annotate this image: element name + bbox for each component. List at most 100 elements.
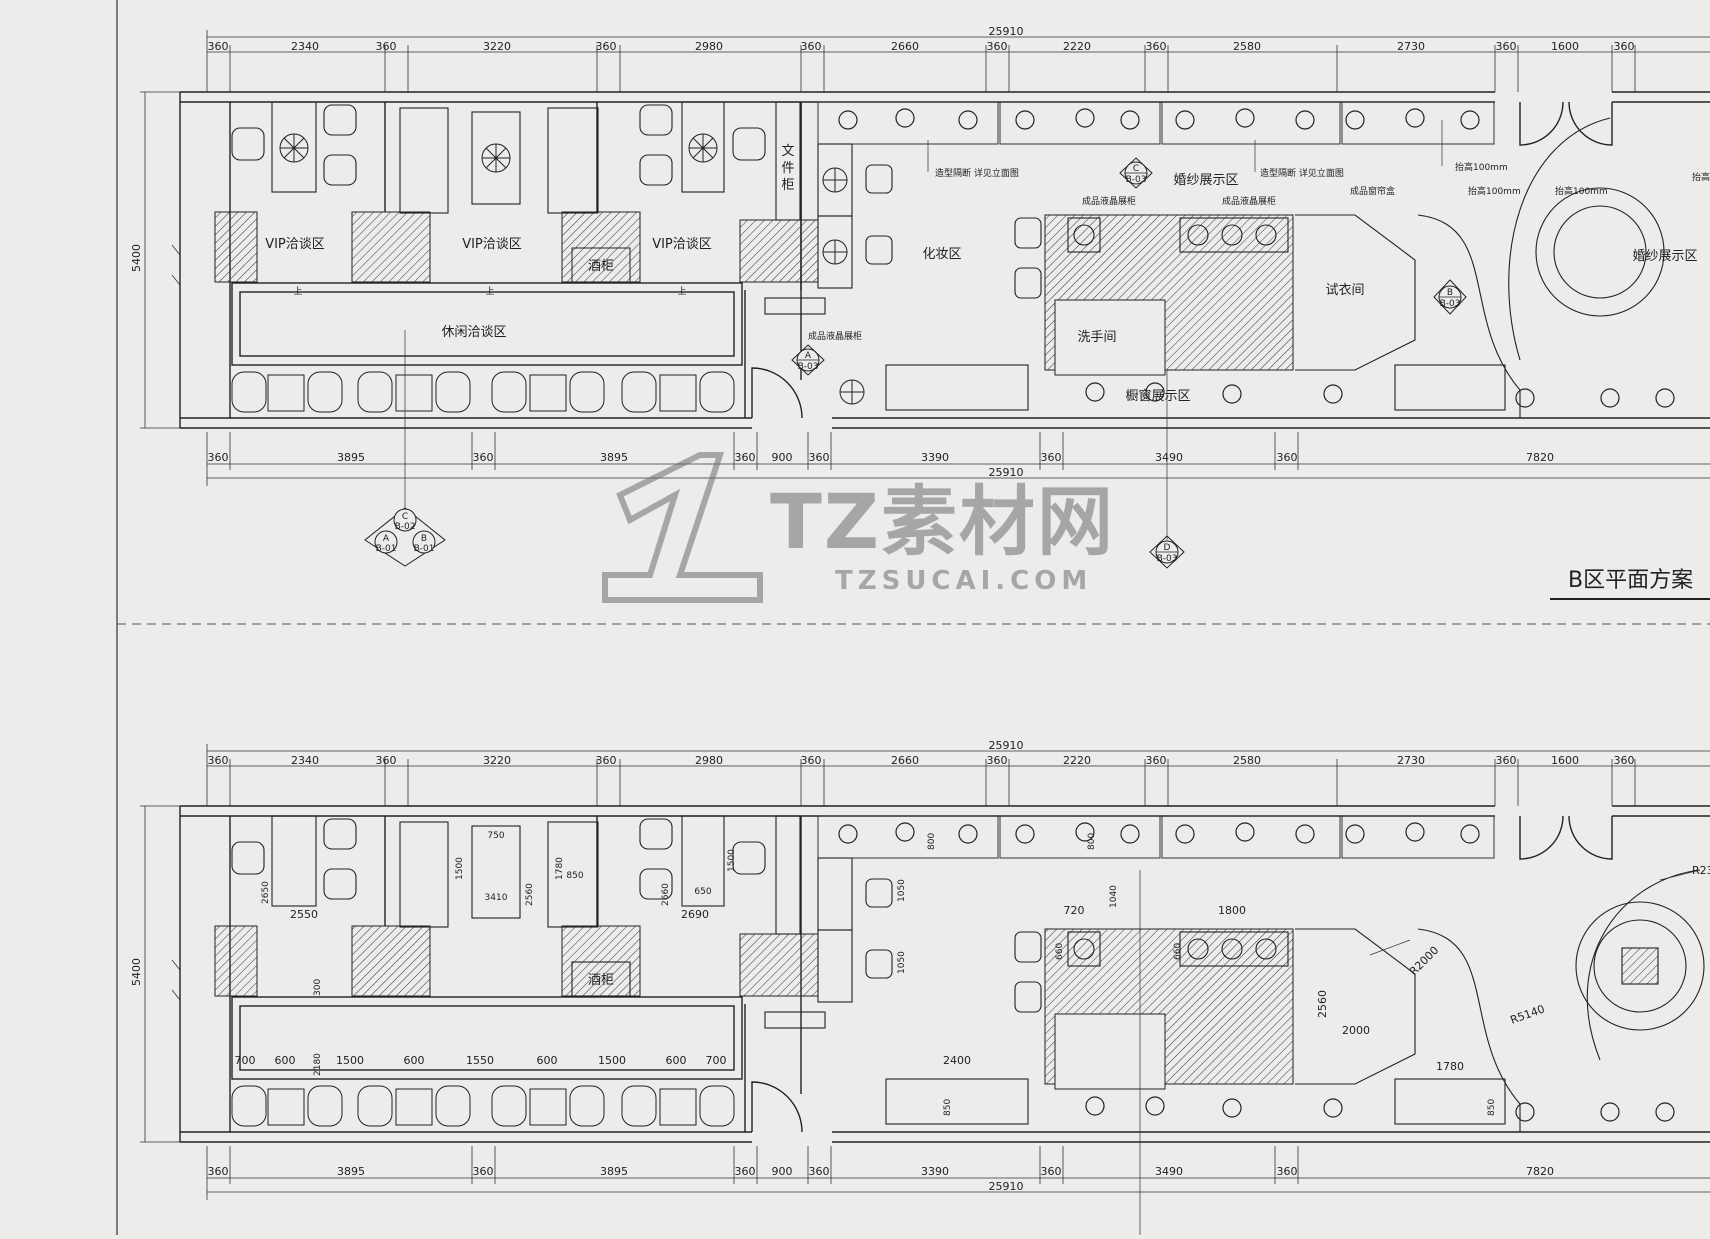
note-partition-2: 造型隔断 详见立面图: [1260, 167, 1344, 179]
room-label-window: 橱窗展示区: [1125, 388, 1190, 404]
dim-label: 2580: [1233, 40, 1261, 53]
room-label-wine: 酒柜: [588, 259, 614, 274]
dim-label: 3220: [483, 754, 511, 767]
dim-label: 2980: [695, 754, 723, 767]
dim-label: 1040: [1109, 885, 1119, 908]
dim-label: 2980: [695, 40, 723, 53]
dim-label: 2730: [1397, 40, 1425, 53]
dim-label: 1500: [727, 849, 737, 872]
dim-label: 360: [735, 1165, 756, 1178]
plan2-overall-width: 25910: [989, 739, 1024, 752]
note-lcd-cabinet-2: 成品液晶展柜: [1222, 195, 1276, 207]
dim-label: 360: [1041, 1165, 1062, 1178]
plan2-left-dim: [140, 806, 180, 1142]
plan1-top-dim-labels: 360 2340 360 3220 360 2980 360 2660 360 …: [208, 40, 1635, 53]
dim-label: 360: [208, 754, 229, 767]
dim-label: 850: [566, 871, 583, 881]
dim-label: 1500: [336, 1054, 364, 1067]
dim-label: 360: [1496, 754, 1517, 767]
up-arrow-label-3: 上: [677, 286, 686, 297]
dim-label: 1780: [1436, 1060, 1464, 1073]
plan2-furniture: [232, 816, 1704, 1132]
dim-label: 360: [1614, 754, 1635, 767]
room-label-fitting: 试衣间: [1325, 282, 1364, 298]
plan2-bottom-dim-labels: 360 3895 360 3895 360 900 360 3390 360 3…: [208, 1165, 1555, 1193]
dim-label: 360: [596, 40, 617, 53]
dim-label: 2660: [661, 883, 671, 906]
room-label-vip2: VIP洽谈区: [462, 237, 522, 252]
dim-label: 3490: [1155, 451, 1183, 464]
dim-label: 660: [1055, 943, 1065, 960]
marker-triple-a: A: [383, 534, 390, 544]
dim-label: 1500: [598, 1054, 626, 1067]
marker-triple: C B-02 A B-01 B B-01: [365, 508, 445, 566]
dim-label: 360: [376, 40, 397, 53]
dim-label: 2650: [261, 881, 271, 904]
marker-triple-c: C: [402, 512, 408, 522]
dim-label: 1550: [466, 1054, 494, 1067]
room-label-lounge: 休闲洽谈区: [441, 325, 506, 340]
dim-label: 360: [473, 1165, 494, 1178]
plan1-top-display-shelf: [818, 102, 1494, 144]
plan1-overall-width: 25910: [989, 25, 1024, 38]
room-label-wedding: 婚纱展示区: [1173, 173, 1238, 188]
marker-a-ref: B-03: [798, 362, 819, 372]
dim-label: 600: [666, 1054, 687, 1067]
note-raised-2: 抬高100mm: [1468, 185, 1521, 197]
dim-label: 360: [1614, 40, 1635, 53]
note-curtain-box: 成品窗帘盒: [1350, 185, 1395, 197]
watermark-text: TZ素材网: [770, 460, 1115, 570]
dim-label: 850: [943, 1099, 953, 1116]
dim-label: 360: [1277, 451, 1298, 464]
marker-triple-a-ref: B-01: [376, 544, 397, 554]
plan1-left-dim: [140, 92, 180, 428]
dim-label: 2580: [1233, 754, 1261, 767]
dim-label: 1780: [555, 857, 565, 880]
dim-label: 2340: [291, 40, 319, 53]
up-arrow-label-1: 上: [293, 286, 302, 297]
dim-label: 3895: [337, 451, 365, 464]
dim-label: 3220: [483, 40, 511, 53]
dim-label: 1050: [897, 879, 907, 902]
dim-label: 360: [208, 451, 229, 464]
dim-label: 850: [1487, 1099, 1497, 1116]
file-cabinet-char-2: 件: [781, 161, 794, 176]
plan1-columns: [215, 212, 1293, 375]
note-partition-1: 造型隔断 详见立面图: [935, 167, 1019, 179]
plan2-top-dim-labels: 360 2340 360 3220 360 2980 360 2660 360 …: [208, 754, 1635, 767]
dim-label: 2690: [681, 908, 709, 921]
plan1-lounge-booths: [232, 372, 734, 412]
dim-label: 2220: [1063, 754, 1091, 767]
dim-label: 360: [735, 451, 756, 464]
plan1-overall-height: 5400: [130, 244, 143, 272]
dim-label: R23: [1692, 864, 1710, 877]
marker-b-letter: B: [1447, 288, 1453, 298]
dim-label: 2730: [1397, 754, 1425, 767]
plan2-lounge-booths: [232, 1086, 734, 1126]
dim-label: 360: [987, 754, 1008, 767]
dim-label: 3895: [337, 1165, 365, 1178]
up-arrow-label-2: 上: [485, 286, 494, 297]
plan2-columns: [215, 926, 1293, 1089]
dim-label: 3410: [485, 893, 508, 903]
dim-label: 360: [1146, 40, 1167, 53]
watermark-logo-icon: [605, 455, 760, 600]
plan2-overall-width-bottom: 25910: [989, 1180, 1024, 1193]
note-lcd-cabinet-3: 成品液晶展柜: [808, 330, 862, 342]
plan2-overall-height: 5400: [130, 958, 143, 986]
dim-label: 2400: [943, 1054, 971, 1067]
dim-label: 3490: [1155, 1165, 1183, 1178]
room-label-makeup: 化妆区: [922, 247, 961, 262]
plan-title: B区平面方案: [1568, 562, 1693, 594]
marker-triple-b: B: [421, 534, 427, 544]
room-label-washroom: 洗手间: [1077, 330, 1116, 345]
dim-label: 360: [1146, 754, 1167, 767]
watermark-subtext: TZSUCAI.COM: [835, 566, 1092, 596]
marker-b-ref: B-03: [1440, 299, 1461, 309]
dim-label: 2660: [891, 40, 919, 53]
dim-label: 800: [1087, 833, 1097, 850]
file-cabinet-char-3: 柜: [781, 178, 794, 193]
plan-2: 25910 360 2340 360 3220 360 2980 360 266…: [130, 739, 1710, 1235]
dim-label: 360: [596, 754, 617, 767]
marker-b: B B-03: [1434, 280, 1466, 314]
